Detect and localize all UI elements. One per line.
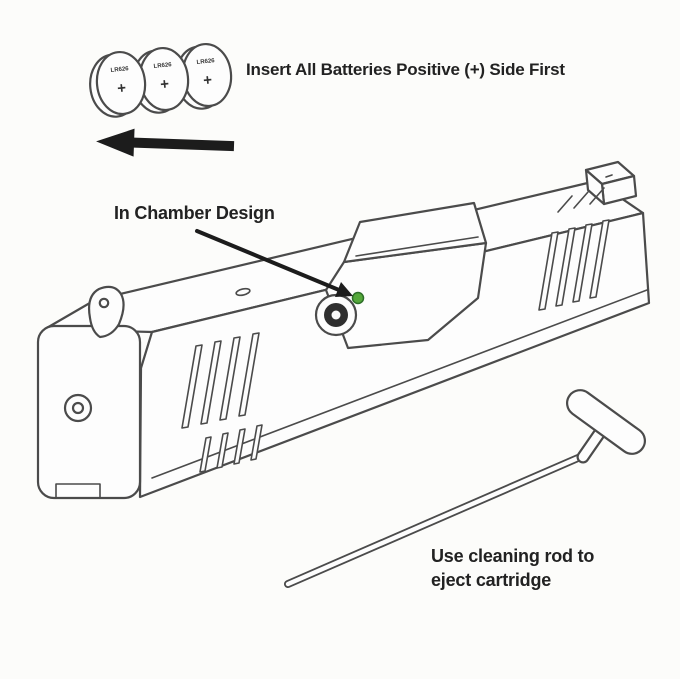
serration — [538, 231, 559, 311]
guide-rod-hole — [63, 393, 93, 423]
pistol-slide-illustration — [36, 160, 651, 500]
serration-mark — [557, 195, 573, 213]
serration — [589, 219, 610, 299]
battery-polarity: + — [159, 76, 170, 94]
battery-illustration: LR626 + LR626 + LR626 + — [89, 42, 233, 118]
battery-1: LR626 + — [89, 50, 147, 118]
rail-groove-line — [151, 289, 648, 479]
cleaning-rod-instruction-line2: eject cartridge — [431, 570, 552, 590]
rear-serrations — [538, 219, 610, 311]
serration-mark — [589, 187, 605, 205]
serration — [219, 336, 241, 421]
battery-polarity: + — [116, 80, 127, 98]
serration — [199, 436, 212, 473]
serration — [555, 227, 576, 307]
battery-3: LR626 + — [175, 42, 233, 110]
barrel-hood — [342, 201, 488, 264]
serration — [181, 344, 203, 429]
front-sight-dot — [98, 297, 110, 309]
serration — [200, 340, 222, 425]
hood-edge-line — [355, 236, 479, 257]
pointer-shaft — [195, 229, 341, 292]
guide-rod-pin — [71, 401, 85, 415]
rear-sight-notch — [605, 174, 613, 178]
chamber-pointer-arrow — [195, 229, 353, 297]
rear-sight-side — [584, 168, 606, 206]
chamber-design-label: In Chamber Design — [114, 203, 275, 223]
green-led-dot — [351, 291, 365, 305]
front-sight — [87, 285, 125, 339]
batteries-instruction-text: Insert All Batteries Positive (+) Side F… — [246, 60, 565, 79]
muzzle-face — [36, 324, 142, 500]
front-serrations — [181, 332, 260, 429]
rod-shaft-fill — [285, 455, 581, 587]
muzzle-notch — [55, 483, 101, 499]
pointer-head — [335, 282, 353, 297]
battery-face — [95, 50, 147, 116]
left-arrow-shape — [96, 128, 235, 157]
serration — [233, 428, 246, 465]
battery-polarity: + — [202, 72, 213, 90]
serration — [572, 223, 593, 303]
serration — [238, 332, 260, 417]
ejection-port — [314, 201, 488, 350]
rod-neck-fill — [578, 426, 606, 462]
battery-type-label: LR626 — [153, 62, 172, 70]
front-sight-blade — [87, 285, 125, 339]
laser-cartridge-center — [331, 310, 341, 320]
cleaning-rod-instruction-text: Use cleaning rod to eject cartridge — [431, 544, 594, 592]
serration-mark — [573, 191, 589, 209]
battery-2: LR626 + — [132, 46, 190, 114]
battery-type-label: LR626 — [196, 58, 215, 66]
cleaning-rod-illustration — [284, 389, 646, 588]
serration — [216, 432, 229, 469]
cleaning-rod-instruction-line1: Use cleaning rod to — [431, 546, 595, 566]
rod-t-handle — [566, 389, 646, 455]
rear-sight — [584, 160, 638, 206]
lower-serrations — [199, 424, 263, 473]
slide-side-surface — [138, 211, 651, 499]
top-serration-marks — [557, 187, 605, 213]
insert-direction-arrow — [96, 128, 235, 157]
serration — [250, 424, 263, 461]
battery-type-label: LR626 — [110, 66, 129, 74]
top-surface-pin-detail — [235, 287, 251, 297]
